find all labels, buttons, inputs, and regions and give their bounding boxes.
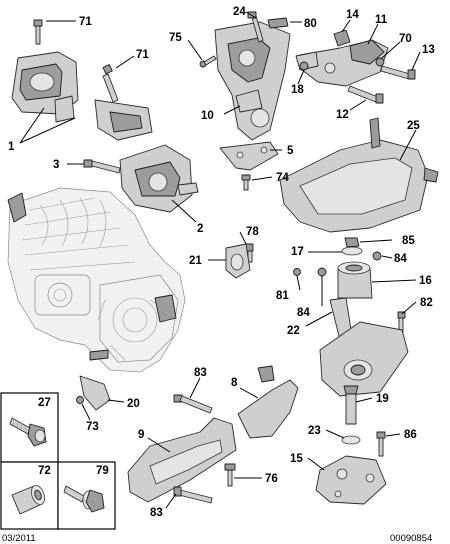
callout-23: 23 [308, 425, 321, 437]
legend-boxes: 27 72 79 [0, 392, 116, 530]
nut-84-right [372, 251, 382, 261]
callout-73: 73 [86, 421, 99, 433]
bracket-5 [219, 141, 279, 171]
support-bracket-10 [214, 21, 291, 141]
callout-78: 78 [246, 226, 259, 238]
washer-17 [341, 246, 363, 256]
callout-76: 76 [265, 473, 278, 485]
callout-5: 5 [287, 145, 294, 157]
clamp-21 [225, 243, 251, 279]
bolt-80 [267, 17, 289, 29]
callout-17: 17 [291, 246, 304, 258]
legend-box-27 [0, 392, 59, 463]
callout-84-left: 84 [297, 307, 310, 319]
callout-80: 80 [304, 18, 317, 30]
engine-mount-bracket-left [7, 192, 27, 223]
nut-70 [375, 57, 385, 67]
legend-label-27: 27 [38, 397, 51, 409]
callout-71-mid: 71 [136, 49, 149, 61]
leader-lines [19, 11, 421, 509]
footer-date: 03/2011 [2, 533, 36, 544]
bolt-12 [347, 85, 384, 104]
bolt-71-mid [102, 64, 119, 103]
bolt-13 [380, 65, 416, 80]
callout-70: 70 [399, 33, 412, 45]
callout-9: 9 [138, 429, 144, 441]
callout-82: 82 [420, 297, 433, 309]
gearbox-mount-2 [119, 144, 199, 213]
stud-19 [343, 385, 359, 425]
footer-reference-number: 00090854 [390, 533, 432, 544]
legend-label-79: 79 [96, 465, 109, 477]
callout-11: 11 [375, 14, 388, 26]
engine-mount-bracket [94, 99, 153, 141]
callout-21: 21 [189, 255, 202, 267]
screw-27-icon [9, 417, 47, 447]
callout-12: 12 [336, 109, 349, 121]
bush-16 [337, 261, 373, 299]
sleeve-72-icon [11, 484, 45, 515]
callout-25: 25 [407, 120, 420, 132]
guard-9 [127, 417, 237, 503]
callout-16: 16 [419, 275, 432, 287]
callout-75: 75 [169, 32, 182, 44]
callout-86: 86 [404, 429, 417, 441]
mount-bracket-11 [295, 39, 389, 87]
callout-83-bottom: 83 [150, 507, 163, 519]
callout-84-right: 84 [394, 253, 407, 265]
bolt-76 [224, 463, 236, 487]
callout-74: 74 [276, 172, 289, 184]
nut-84-left [317, 267, 327, 277]
bolt-73 [76, 396, 84, 404]
base-15 [315, 455, 387, 505]
callout-3: 3 [53, 159, 59, 171]
engine-gearbox-assembly [7, 187, 186, 373]
callout-24: 24 [233, 6, 246, 18]
callout-20: 20 [127, 398, 140, 410]
bolt-75 [199, 55, 217, 68]
callout-71-top: 71 [79, 16, 92, 28]
heat-shield-25 [279, 117, 439, 233]
callout-10: 10 [201, 110, 214, 122]
clip-14 [333, 29, 351, 47]
callout-13: 13 [422, 44, 435, 56]
callout-1: 1 [8, 141, 15, 153]
bolt-74 [241, 174, 251, 191]
engine-mount-1 [11, 51, 79, 123]
callout-18: 18 [291, 84, 304, 96]
callout-14: 14 [346, 9, 359, 21]
bolt-3 [83, 159, 121, 174]
callout-labels: 71 71 1 3 2 24 80 75 10 14 11 70 13 18 1… [8, 6, 435, 519]
callout-83-top: 83 [194, 367, 207, 379]
callout-22: 22 [287, 325, 300, 337]
nut-18 [299, 61, 309, 71]
callout-85: 85 [402, 235, 415, 247]
callout-81: 81 [276, 290, 289, 302]
callout-15: 15 [290, 453, 303, 465]
callout-8: 8 [231, 377, 238, 389]
gearbox-mount-block [154, 294, 177, 323]
nut-85 [344, 237, 360, 248]
bolt-86 [376, 431, 386, 457]
flange-bolt-79-icon [63, 485, 105, 513]
washer-23 [341, 435, 361, 445]
bolt-83-bottom [173, 486, 213, 504]
legend-label-72: 72 [38, 465, 51, 477]
bracket-20 [79, 375, 111, 411]
bolt-83-top [173, 394, 213, 414]
mount-plate [319, 321, 409, 397]
nut-81 [293, 268, 301, 276]
callout-19: 19 [376, 393, 389, 405]
plate-8 [237, 365, 299, 439]
callout-2: 2 [197, 223, 203, 235]
bolt-71-top [33, 19, 43, 45]
